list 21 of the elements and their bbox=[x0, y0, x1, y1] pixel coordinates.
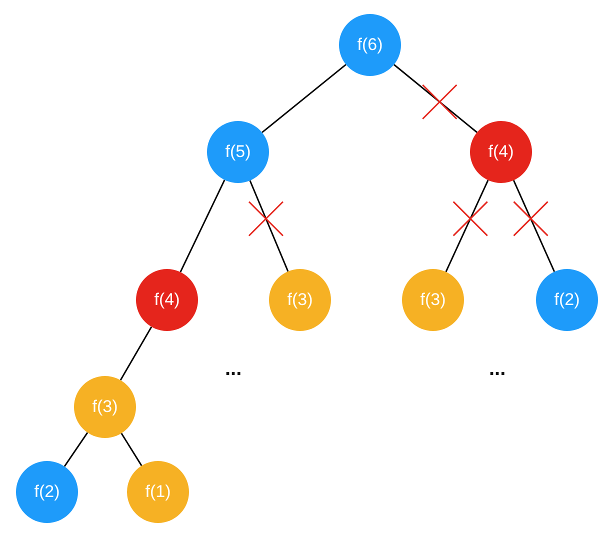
node-label: f(2) bbox=[34, 482, 60, 502]
tree-edge bbox=[64, 432, 88, 467]
node-label: f(5) bbox=[225, 142, 251, 162]
node-label: f(1) bbox=[145, 482, 171, 502]
tree-edge bbox=[249, 180, 289, 272]
ellipsis-text: ... bbox=[225, 358, 242, 381]
tree-edge bbox=[445, 180, 489, 272]
node-label: f(3) bbox=[287, 290, 313, 310]
tree-edge bbox=[180, 180, 226, 272]
node-label: f(4) bbox=[154, 290, 180, 310]
node-label: f(3) bbox=[92, 397, 118, 417]
node-label: f(3) bbox=[420, 290, 446, 310]
tree-edge bbox=[262, 64, 346, 134]
tree-edge bbox=[394, 64, 478, 133]
ellipsis-text: ... bbox=[489, 358, 506, 381]
node-label: f(2) bbox=[554, 290, 580, 310]
node-label: f(6) bbox=[357, 35, 383, 55]
tree-edge bbox=[512, 180, 556, 272]
tree-edge bbox=[120, 326, 152, 381]
node-label: f(4) bbox=[488, 142, 514, 162]
tree-edge bbox=[120, 432, 142, 466]
